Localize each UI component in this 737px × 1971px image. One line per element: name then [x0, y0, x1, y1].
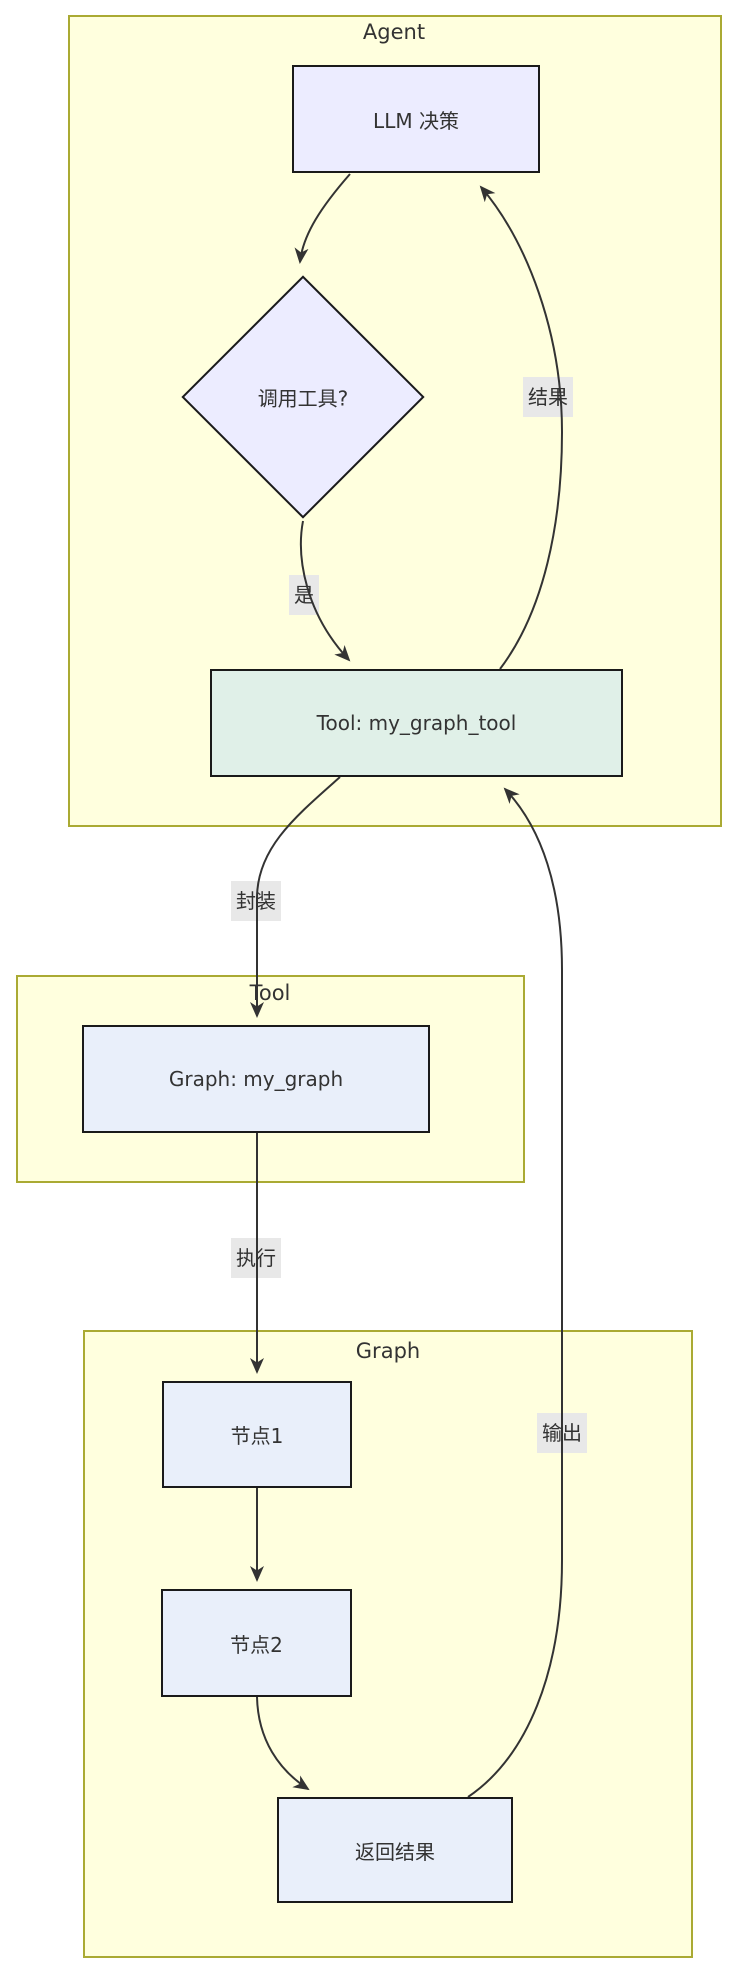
node-return-result-label: 返回结果 — [355, 1839, 435, 1864]
node-llm-decision-label: LLM 决策 — [373, 108, 459, 133]
node-call-tool-diamond-label: 调用工具? — [257, 386, 349, 411]
edge-label-output: 输出 — [537, 1413, 587, 1453]
subgraph-graph-title: Graph — [355, 1339, 421, 1363]
node-llm-decision: LLM 决策 — [292, 65, 540, 173]
edge-label-wrap: 封装 — [231, 881, 281, 921]
node-node2: 节点2 — [161, 1589, 352, 1697]
node-return-result: 返回结果 — [277, 1797, 513, 1903]
edge-label-result: 结果 — [523, 377, 573, 417]
subgraph-tool-title: Tool — [249, 981, 291, 1005]
node-tool-my-graph-tool: Tool: my_graph_tool — [210, 669, 623, 777]
node-graph-my-graph: Graph: my_graph — [82, 1025, 430, 1133]
edge-label-execute: 执行 — [231, 1238, 281, 1278]
node-node1: 节点1 — [162, 1381, 352, 1488]
node-graph-my-graph-label: Graph: my_graph — [168, 1067, 344, 1091]
subgraph-agent-title: Agent — [362, 20, 426, 44]
node-node1-label: 节点1 — [230, 1424, 284, 1448]
edge-label-yes: 是 — [289, 575, 319, 615]
node-tool-my-graph-tool-label: Tool: my_graph_tool — [316, 711, 517, 735]
node-node2-label: 节点2 — [230, 1632, 283, 1657]
